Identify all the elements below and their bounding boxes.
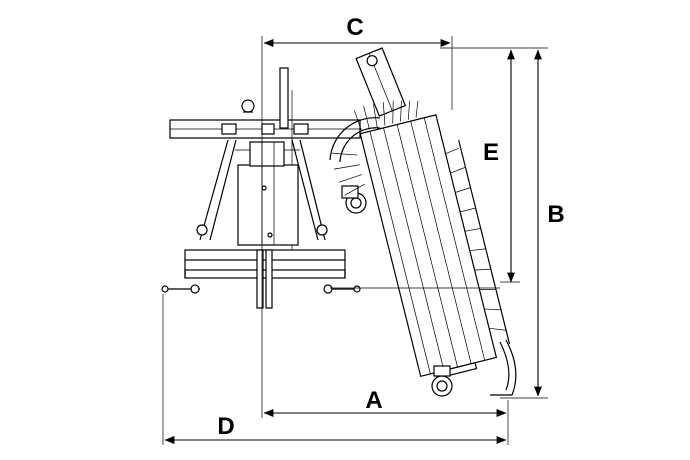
dimension-label-d: D [217, 413, 234, 440]
rotary-brush-head [329, 47, 517, 397]
dimension-label-e: E [483, 139, 499, 166]
dimension-label-b: B [547, 201, 564, 228]
dimension-label-a: A [365, 387, 382, 414]
dimension-d: D [164, 413, 507, 444]
dimension-label-c: C [346, 14, 363, 41]
dimension-e: E [483, 49, 515, 283]
dimension-b: B [534, 49, 565, 397]
dimension-c: C [263, 14, 451, 47]
dimension-a: A [263, 387, 507, 417]
hitch-frame [161, 67, 361, 309]
reference-lines [162, 36, 548, 445]
